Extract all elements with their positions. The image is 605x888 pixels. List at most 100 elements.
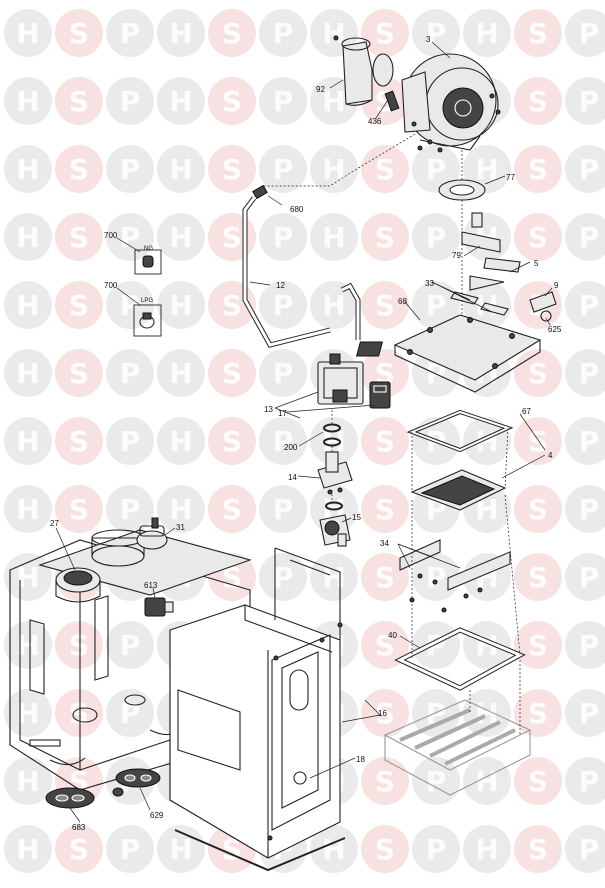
- watermark-letter: P: [579, 289, 600, 322]
- watermark-circle: [361, 9, 409, 57]
- watermark-circle: [55, 621, 103, 669]
- callout-629: 629: [150, 811, 164, 820]
- watermark-letter: H: [322, 289, 345, 322]
- callout-613: 613: [144, 581, 158, 590]
- watermark-letter: H: [322, 153, 345, 186]
- watermark-letter: H: [16, 425, 39, 458]
- air-intake-elbow: [333, 35, 394, 106]
- watermark-circle: [55, 145, 103, 193]
- watermark-letter: H: [169, 17, 192, 50]
- boiler-front-casing: [169, 547, 346, 872]
- watermark-letter: S: [222, 493, 242, 526]
- watermark-letter: S: [528, 221, 548, 254]
- watermark-letter: P: [273, 561, 294, 594]
- watermark-circle: [106, 485, 154, 533]
- watermark-circle: [514, 77, 562, 125]
- grommet-629: [115, 768, 161, 788]
- watermark-letter: H: [169, 425, 192, 458]
- watermark-letter: P: [120, 289, 141, 322]
- watermark-circle: [106, 417, 154, 465]
- watermark-letter: H: [16, 561, 39, 594]
- watermark-circle: [514, 145, 562, 193]
- watermark-letter: P: [273, 357, 294, 390]
- callout-680: 680: [290, 205, 304, 214]
- watermark-letter: P: [120, 17, 141, 50]
- watermark-letter: S: [222, 17, 242, 50]
- watermark-letter: S: [528, 561, 548, 594]
- watermark-circle: [55, 825, 103, 873]
- watermark-letter: S: [528, 765, 548, 798]
- watermark-letter: S: [528, 629, 548, 662]
- gas-pipe: [242, 184, 361, 348]
- watermark-circle: [259, 417, 307, 465]
- watermark-letter: S: [528, 85, 548, 118]
- watermark-letter: P: [579, 697, 600, 730]
- small-grommet: [112, 787, 124, 797]
- watermark-letter: P: [426, 765, 447, 798]
- watermark-circle: [514, 9, 562, 57]
- watermark-letter: P: [579, 153, 600, 186]
- callout-13: 13: [264, 405, 273, 414]
- callout-34: 34: [380, 539, 389, 548]
- watermark-circle: [514, 213, 562, 261]
- grommet-683: [45, 787, 95, 809]
- watermark-letter: S: [528, 697, 548, 730]
- watermark-letter: H: [169, 85, 192, 118]
- callout-labels: 3 92 436 77 680 700 NG 700 LPG 12 79 5 3…: [50, 35, 562, 832]
- watermark-letter: H: [475, 833, 498, 866]
- watermark-circle: [55, 9, 103, 57]
- watermark-letter: H: [16, 85, 39, 118]
- watermark-letter: S: [528, 17, 548, 50]
- watermark-letter: H: [169, 289, 192, 322]
- watermark-circle: [361, 553, 409, 601]
- watermark-letter: H: [16, 221, 39, 254]
- watermark-letter: H: [169, 221, 192, 254]
- watermark-circle: [463, 757, 511, 805]
- watermark-letter: P: [579, 629, 600, 662]
- watermark-circle: [412, 213, 460, 261]
- watermark-letter: S: [69, 493, 89, 526]
- watermark-circle: [157, 77, 205, 125]
- watermark-circle: [463, 9, 511, 57]
- watermark-letter: S: [528, 833, 548, 866]
- watermark-circle: [565, 213, 605, 261]
- flue-adapter: [55, 567, 101, 603]
- watermark-letter: H: [322, 221, 345, 254]
- watermark-circle: [463, 145, 511, 193]
- watermark-circle: [55, 281, 103, 329]
- watermark-letter: H: [322, 17, 345, 50]
- watermark-circle: [106, 77, 154, 125]
- watermark-circle: [208, 77, 256, 125]
- watermark-letter: P: [120, 425, 141, 458]
- callout-9: 9: [554, 281, 559, 290]
- watermark-circle: [463, 417, 511, 465]
- watermark-letter: H: [322, 561, 345, 594]
- watermark-letter: S: [375, 833, 395, 866]
- watermark-circle: [361, 145, 409, 193]
- watermark-circle: [514, 417, 562, 465]
- watermark-letter: H: [16, 357, 39, 390]
- watermark-letter: P: [273, 17, 294, 50]
- watermark-circle: [106, 145, 154, 193]
- watermark-circle: [157, 417, 205, 465]
- watermark-circle: [106, 621, 154, 669]
- watermark-letter: P: [273, 493, 294, 526]
- watermark-circle: [463, 621, 511, 669]
- callout-79: 79: [452, 251, 461, 260]
- watermark-letter: S: [69, 17, 89, 50]
- watermark-letter: P: [120, 153, 141, 186]
- callout-14: 14: [288, 473, 297, 482]
- watermark-circle: [4, 213, 52, 261]
- watermark-letter: S: [69, 697, 89, 730]
- watermark-letter: H: [169, 493, 192, 526]
- watermark-circle: [208, 417, 256, 465]
- watermark-letter: H: [16, 493, 39, 526]
- ignition-transformer: [144, 597, 174, 617]
- watermark-letter: S: [375, 153, 395, 186]
- watermark-letter: P: [273, 85, 294, 118]
- watermark-letter: P: [426, 17, 447, 50]
- watermark-circle: [259, 213, 307, 261]
- watermark-circle: [55, 485, 103, 533]
- watermark-letter: S: [528, 357, 548, 390]
- watermark-letter: S: [375, 561, 395, 594]
